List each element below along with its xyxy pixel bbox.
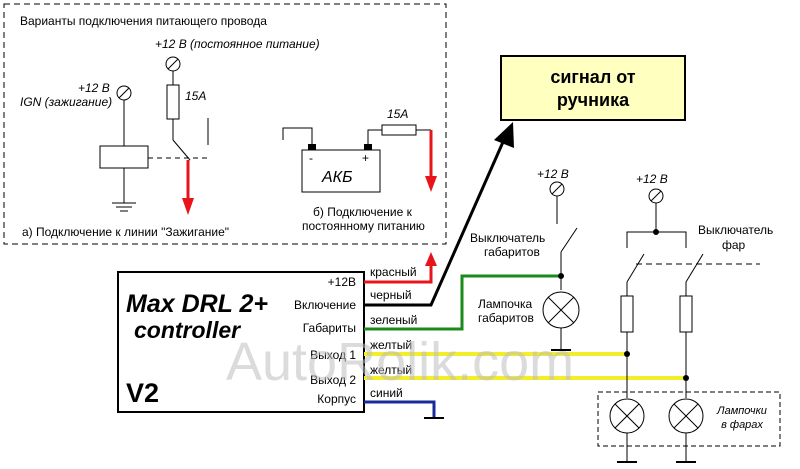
headlight-switch-label-2: фар [722,238,746,252]
ign-power-label-2: IGN (зажигание) [20,95,112,109]
controller-box [117,271,365,413]
option-b-caption-2: постоянному питанию [302,219,425,233]
headlight-fuse-1-icon [620,295,634,333]
fuse-b-icon [381,124,417,136]
pin-label: Корпус [317,392,356,406]
headlight-switch-2-icon [685,253,704,283]
fuse-a-label: 15А [185,89,206,103]
wire-label-yellow-1: желтый [370,338,412,352]
pin-label: Включение [294,298,356,312]
wire-label-green: зеленый [370,313,417,327]
watermark: AutoRolik.com [226,332,574,392]
options-title: Варианты подключения питающего провода [20,14,267,28]
battery-minus: - [309,151,313,165]
controller-name-1: Max DRL 2+ [126,290,268,318]
red-wire [364,264,433,284]
battery-icon [301,149,381,193]
fuse-b-label: 15А [387,107,408,121]
pin-label: +12В [328,275,356,289]
parking-lamp-label-1: Лампочка [478,297,532,311]
pin-label: Габариты [303,321,356,335]
handbrake-signal-line1: сигнал от [550,67,635,87]
headlight-lamps-label-1: Лампочки [716,405,767,417]
options-box [3,3,447,245]
ign-power-label-1: +12 В [78,81,110,95]
black-wire-arrow-icon [494,122,514,148]
headlight-fuse-2-icon [679,295,693,333]
parking-power-label: +12 В [537,167,569,181]
wire-label-red: красный [370,265,417,279]
black-wire [364,141,505,307]
headlight-switch-label-1: Выключатель [698,223,773,237]
parking-switch-label-1: Выключатель [470,231,545,245]
relay-coil-icon [99,145,149,169]
parking-switch-icon [560,227,578,253]
handbrake-signal-box [500,55,686,121]
relay-switch-icon [172,139,191,161]
blue-wire [364,400,436,418]
handbrake-signal-line2: ручника [557,90,630,110]
headlight-lamps-label-2: в фарах [721,419,763,431]
constant-power-label: +12 В (постоянное питание) [155,37,320,51]
controller-name-2: controller [134,317,241,343]
option-a-caption: а) Подключение к линии "Зажигание" [22,225,229,239]
headlight-power-label: +12 В [636,172,668,186]
pin-label: Выход 2 [310,373,356,387]
wire-label-yellow-2: желтый [370,363,412,377]
option-b-caption-1: б) Подключение к [313,205,413,219]
parking-switch-label-2: габаритов [484,245,540,259]
headlight-switch-1-icon [626,253,645,283]
green-wire [364,274,561,331]
battery-label: АКБ [321,169,353,186]
controller-version: V2 [126,378,159,408]
pin-label: Выход 1 [310,348,356,362]
wire-label-blue: синий [370,386,403,400]
red-arrow-a-icon [182,198,194,215]
wire-label-black: черный [370,288,412,302]
red-arrow-b-icon [425,176,437,192]
battery-plus: + [362,151,369,165]
headlight-lamps-box [597,391,781,447]
fuse-a-icon [166,84,180,120]
red-wire-arrow-icon [425,252,437,266]
parking-lamp-label-2: габаритов [478,311,534,325]
